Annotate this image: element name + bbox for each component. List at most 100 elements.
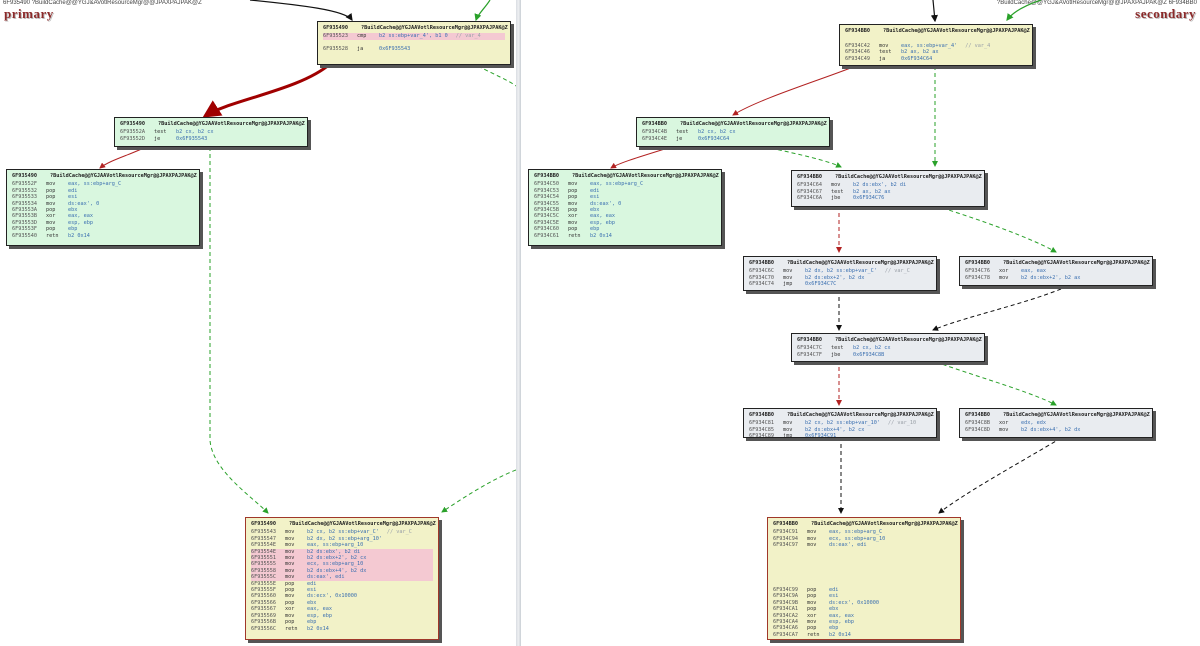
primary-pane-title: primary	[4, 6, 54, 21]
block-function-name: ?BuildCache@@YGJAAVotlResourceMgr@@JPAXP…	[50, 173, 197, 179]
secondary-graph-pane[interactable]: ?BuildCache@@YGJ&AVotlResourceMgr@@JPAXP…	[521, 0, 1200, 646]
basic-block[interactable]: 6F935490?BuildCache@@YGJAAVotlResourceMg…	[317, 21, 511, 65]
instruction-operands: b2 ds:ebx', b2 di	[853, 182, 907, 189]
instruction-address: 6F934C53	[534, 187, 559, 194]
primary-graph-pane[interactable]: 6F935490 ?BuildCache@@YGJ&AVotlResourceM…	[0, 0, 516, 646]
instruction-mnemonic: xor	[999, 420, 1009, 427]
instruction-operands: esi	[68, 194, 78, 201]
instruction-address: 6F934C81	[749, 420, 774, 427]
basic-block[interactable]: 6F935490?BuildCache@@YGJAAVotlResourceMg…	[114, 117, 308, 147]
basic-block[interactable]: 6F935490?BuildCache@@YGJAAVotlResourceMg…	[245, 517, 439, 640]
basic-block[interactable]: 6F934BB0?BuildCache@@YGJAAVotlResourceMg…	[743, 256, 937, 291]
basic-block[interactable]: 6F934BB0?BuildCache@@YGJAAVotlResourceMg…	[791, 333, 985, 362]
basic-block[interactable]: 6F934BB0?BuildCache@@YGJAAVotlResourceMg…	[636, 117, 830, 147]
basic-block[interactable]: 6F934BB0?BuildCache@@YGJAAVotlResourceMg…	[767, 517, 961, 640]
instruction-operands: b2 cx, b2 cx	[698, 129, 736, 136]
instruction-address: 6F934CA2	[773, 612, 798, 619]
basic-block[interactable]: 6F935490?BuildCache@@YGJAAVotlResourceMg…	[6, 169, 200, 246]
instruction-address: 6F93554E	[251, 542, 276, 549]
block-function-name: ?BuildCache@@YGJAAVotlResourceMgr@@JPAXP…	[787, 412, 934, 418]
instruction-mnemonic: test	[676, 129, 689, 136]
instruction-address: 6F934C7C	[797, 345, 822, 352]
basic-block[interactable]: 6F934BB0?BuildCache@@YGJAAVotlResourceMg…	[959, 408, 1153, 438]
basic-block[interactable]: 6F934BB0?BuildCache@@YGJAAVotlResourceMg…	[743, 408, 937, 438]
basic-block[interactable]: 6F934BB0?BuildCache@@YGJAAVotlResourceMg…	[959, 256, 1153, 286]
basic-block[interactable]: 6F934BB0?BuildCache@@YGJAAVotlResourceMg…	[839, 24, 1033, 66]
basic-block[interactable]: 6F934BB0?BuildCache@@YGJAAVotlResourceMg…	[528, 169, 722, 246]
instruction-mnemonic: pop	[807, 593, 817, 600]
pane-splitter[interactable]	[516, 0, 521, 646]
basic-block[interactable]: 6F934BB0?BuildCache@@YGJAAVotlResourceMg…	[791, 170, 985, 207]
